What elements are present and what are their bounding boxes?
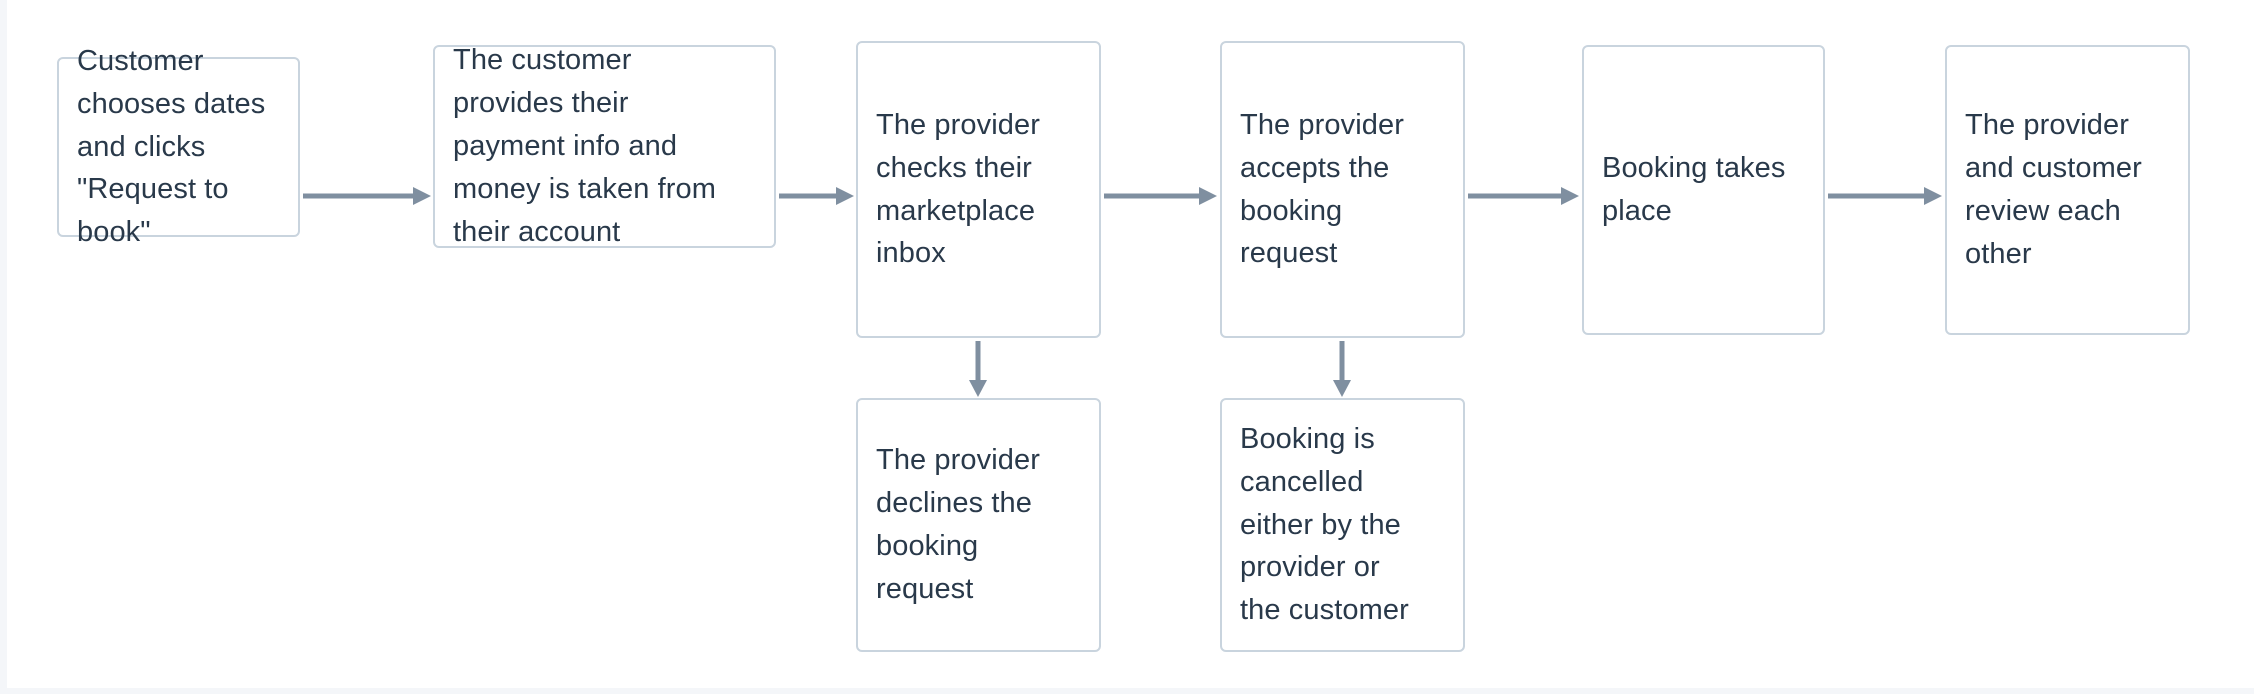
flow-node-label: The provider checks their marketplace in… xyxy=(876,108,1040,270)
connector-step-2-to-step-3 xyxy=(779,187,854,205)
flow-node-step-5[interactable]: Booking takes place xyxy=(1582,45,1825,335)
connector-step-5-to-step-6 xyxy=(1828,187,1942,205)
connector-step-3-to-branch-1 xyxy=(969,341,987,397)
flow-node-step-6[interactable]: The provider and customer review each ot… xyxy=(1945,45,2190,335)
flow-node-step-4[interactable]: The provider accepts the booking request xyxy=(1220,41,1465,338)
connector-step-3-to-step-4 xyxy=(1104,187,1217,205)
flow-node-label: Customer chooses dates and clicks "Reque… xyxy=(77,44,266,249)
flow-node-branch-1[interactable]: The provider declines the booking reques… xyxy=(856,398,1101,652)
flow-node-label: The provider and customer review each ot… xyxy=(1965,109,2142,270)
flow-node-step-1[interactable]: Customer chooses dates and clicks "Reque… xyxy=(57,45,300,248)
flow-node-label: The provider accepts the booking request xyxy=(1240,108,1404,270)
flow-node-label: The provider declines the booking reques… xyxy=(876,444,1040,605)
connector-step-4-to-branch-2 xyxy=(1333,341,1351,397)
page-bottom-edge-band xyxy=(0,688,2254,694)
flow-node-label: Booking takes place xyxy=(1602,152,1786,227)
flow-node-step-2[interactable]: The customer provides their payment info… xyxy=(433,44,776,248)
flow-node-label: The customer provides their payment info… xyxy=(453,44,716,248)
flow-node-branch-2[interactable]: Booking is cancelled either by the provi… xyxy=(1220,398,1465,652)
flow-node-step-3[interactable]: The provider checks their marketplace in… xyxy=(856,41,1101,338)
connector-step-4-to-step-5 xyxy=(1468,187,1579,205)
flow-node-label: Booking is cancelled either by the provi… xyxy=(1240,422,1409,627)
connector-step-1-to-step-2 xyxy=(303,187,431,205)
page-left-edge-band xyxy=(0,0,7,694)
